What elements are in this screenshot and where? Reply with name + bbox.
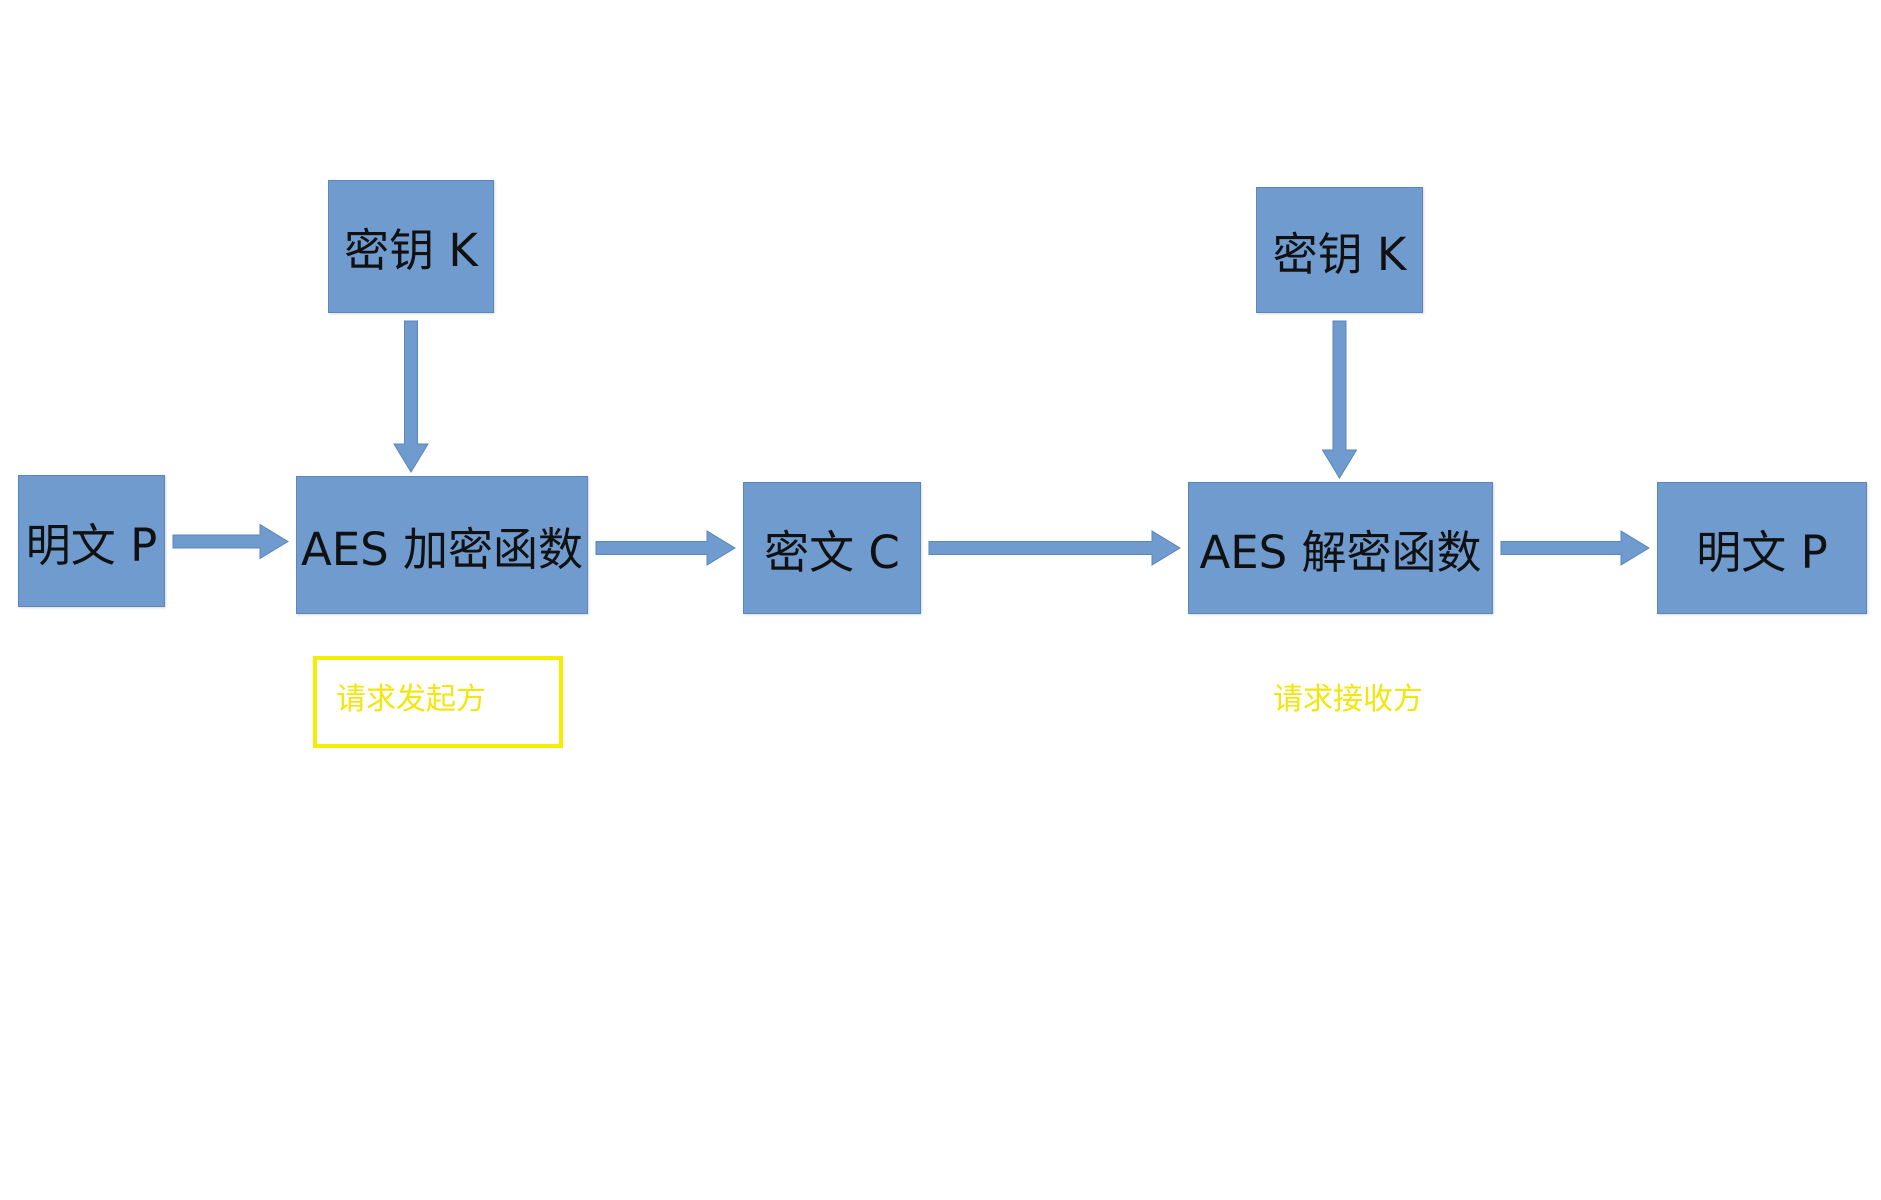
plaintext-output-label: 明文 P: [1696, 525, 1828, 579]
arrow-key_encrypt-to-encrypt_fn: [393, 320, 429, 473]
arrow-plaintext_in-to-encrypt_fn: [172, 523, 289, 560]
receiver-label: 请求接收方: [1273, 682, 1423, 717]
decryption-key-box: 密钥 K: [1256, 187, 1423, 313]
encryption-key-label: 密钥 K: [344, 224, 478, 277]
decryption-key-label: 密钥 K: [1272, 227, 1407, 281]
arrow-key_decrypt-to-decrypt_fn: [1321, 320, 1358, 479]
plaintext-output-box: 明文 P: [1657, 482, 1867, 614]
aes-encrypt-function-box: AES 加密函数: [296, 476, 588, 614]
plaintext-input-label: 明文 P: [25, 518, 158, 572]
aes-decrypt-function-label: AES 解密函数: [1199, 525, 1482, 579]
aes-decrypt-function-box: AES 解密函数: [1188, 482, 1493, 614]
arrow-ciphertext-to-decrypt_fn: [928, 530, 1181, 566]
plaintext-input-box: 明文 P: [18, 475, 165, 607]
sender-highlight-frame: [313, 656, 563, 748]
encryption-key-box: 密钥 K: [328, 180, 494, 313]
sender-label: 请求发起方: [336, 682, 486, 717]
arrow-decrypt_fn-to-plaintext_out: [1500, 530, 1650, 566]
ciphertext-box: 密文 C: [743, 482, 921, 614]
ciphertext-label: 密文 C: [764, 525, 900, 579]
arrow-encrypt_fn-to-ciphertext: [595, 530, 736, 566]
aes-encrypt-function-label: AES 加密函数: [300, 522, 584, 576]
